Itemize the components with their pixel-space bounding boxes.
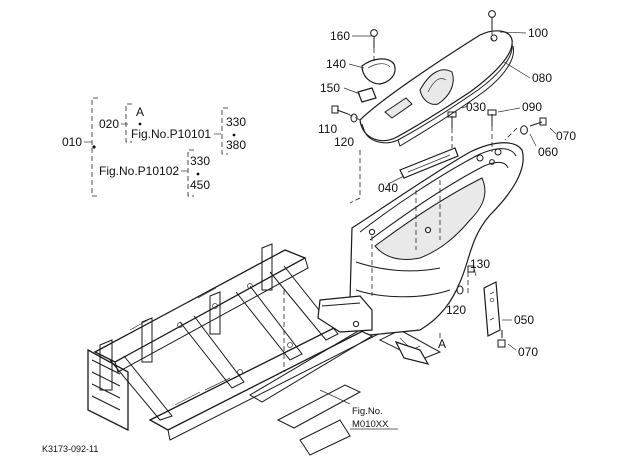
bolt-part-070-lower — [497, 330, 506, 348]
bolt-part-110 — [331, 105, 358, 123]
bolt-part-070-upper — [520, 117, 547, 135]
tree-fig-p10101: Fig.No.P10101 — [131, 127, 211, 141]
callout-120-lower: 120 — [446, 303, 466, 317]
callout-120-upper: 120 — [334, 135, 354, 149]
reference-tree: 010 020 A Fig.No.P10101 330 380 Fig.No.P… — [62, 97, 246, 197]
point-a-label: A — [438, 337, 446, 351]
tree-p10102-top: 330 — [190, 154, 210, 168]
callout-050: 050 — [514, 313, 534, 327]
callout-110: 110 — [318, 122, 337, 136]
callout-070-upper: 070 — [556, 129, 576, 143]
tree-p10101-bottom: 380 — [226, 138, 246, 152]
leader-lines — [283, 30, 557, 405]
tree-dot-020 — [138, 122, 142, 126]
tree-p10101-top: 330 — [226, 115, 246, 129]
tree-ref-a: A — [136, 105, 144, 119]
figure-reference-m010xx: Fig.No. M010XX — [350, 406, 398, 430]
callout-140: 140 — [326, 57, 346, 71]
tree-dot-010 — [92, 145, 96, 149]
upper-cover-part-080 — [359, 30, 515, 147]
callout-150: 150 — [320, 81, 340, 95]
callout-060: 060 — [538, 145, 558, 159]
bracket-part-050 — [483, 281, 501, 337]
plate-part-040 — [399, 147, 459, 179]
fig-ref-line1: Fig.No. — [352, 406, 383, 417]
bolt-part-090 — [487, 109, 497, 126]
tree-dot-p10102 — [196, 172, 200, 176]
callout-070-lower: 070 — [518, 345, 538, 359]
screw-part-160 — [370, 29, 378, 48]
callout-160: 160 — [330, 29, 350, 43]
clip-part-150 — [357, 87, 377, 103]
callout-080: 080 — [532, 71, 552, 85]
callout-100: 100 — [528, 26, 548, 40]
tree-p10102-bottom: 450 — [190, 178, 210, 192]
mount-bracket-a — [394, 340, 430, 365]
cap-part-140 — [361, 58, 396, 85]
tree-dot-p10101 — [232, 133, 236, 137]
drawing-code: K3173-092-11 — [42, 444, 98, 454]
tree-label-020: 020 — [99, 117, 119, 131]
tree-fig-p10102: Fig.No.P10102 — [99, 164, 179, 178]
fig-ref-line2: M010XX — [352, 419, 389, 430]
tree-label-010: 010 — [62, 135, 82, 149]
callouts: 160 140 150 110 120 100 080 030 090 070 … — [318, 26, 576, 359]
screw-part-100 — [488, 10, 496, 30]
callout-130: 130 — [470, 257, 490, 271]
callout-090: 090 — [522, 100, 542, 114]
callout-040: 040 — [378, 181, 398, 195]
callout-030: 030 — [466, 100, 486, 114]
bolt-part-030 — [447, 111, 457, 128]
fender-cover — [317, 142, 524, 336]
